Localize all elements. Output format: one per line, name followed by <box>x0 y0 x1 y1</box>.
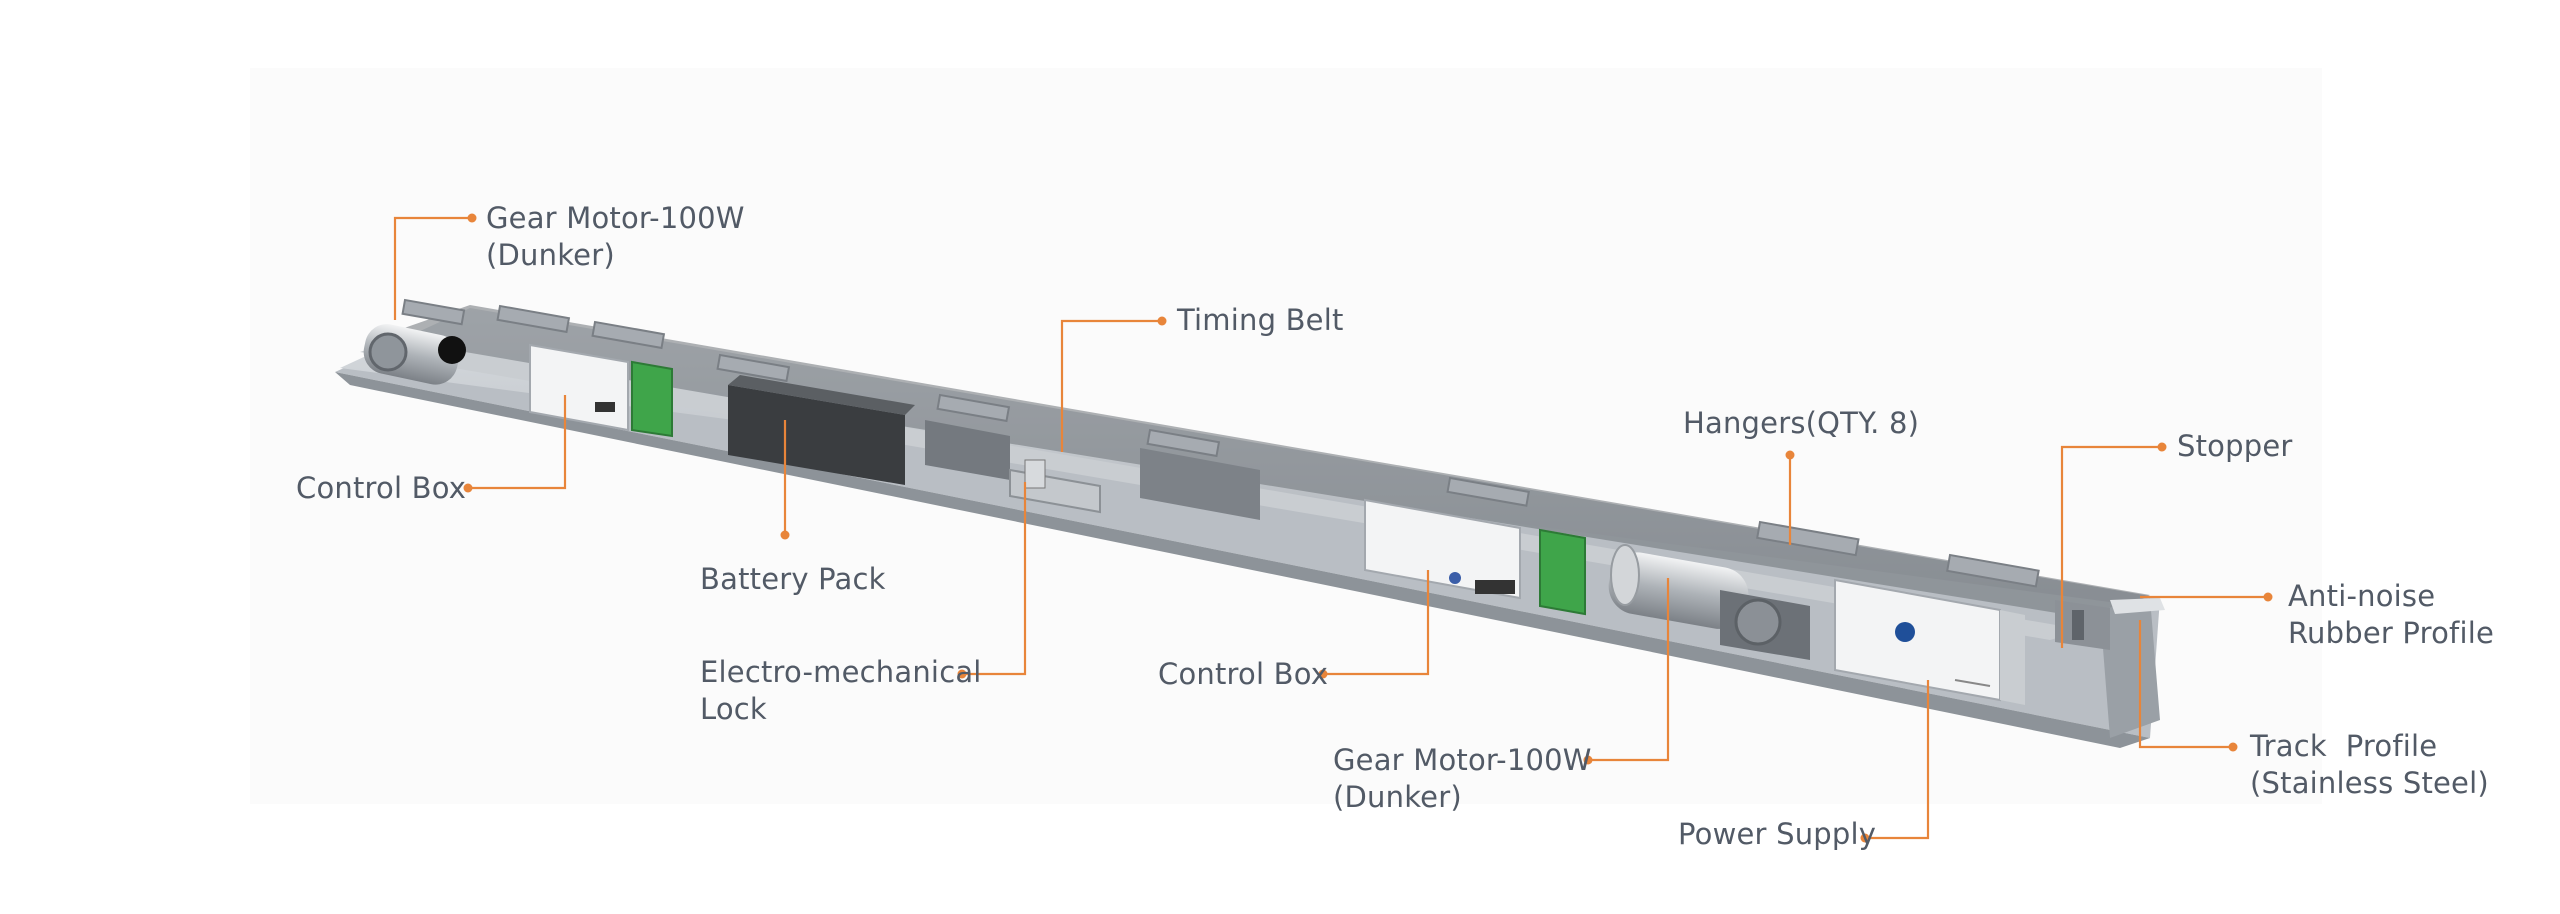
label-gear-motor-bottom: Gear Motor-100W (Dunker) <box>1333 742 1592 816</box>
stopper-part <box>2055 600 2110 650</box>
label-track-profile: Track Profile (Stainless Steel) <box>2250 728 2489 802</box>
callout-dots <box>463 213 2273 843</box>
label-anti-noise: Anti-noise Rubber Profile <box>2288 578 2494 652</box>
left-gear-motor <box>363 324 466 385</box>
label-stopper: Stopper <box>2177 429 2293 463</box>
label-battery-pack: Battery Pack <box>700 562 886 596</box>
label-gear-motor-bottom-line2: (Dunker) <box>1333 780 1462 814</box>
left-control-box <box>529 343 673 438</box>
label-track-profile-line1: Track Profile <box>2250 729 2438 763</box>
lock-mechanism <box>925 420 1260 520</box>
label-hangers: Hangers(QTY. 8) <box>1683 406 1920 440</box>
hangers <box>401 298 2040 588</box>
label-anti-noise-line1: Anti-noise <box>2288 579 2436 613</box>
label-anti-noise-line2: Rubber Profile <box>2288 616 2494 650</box>
callout-lines <box>393 216 2268 840</box>
label-electro-lock-line2: Lock <box>700 692 767 726</box>
label-track-profile-line2: (Stainless Steel) <box>2250 766 2489 800</box>
label-gear-motor-top: Gear Motor-100W (Dunker) <box>486 200 745 274</box>
label-control-box-left: Control Box <box>296 471 467 505</box>
label-electro-lock-line1: Electro-mechanical <box>700 655 982 689</box>
label-gear-motor-bottom-line1: Gear Motor-100W <box>1333 743 1592 777</box>
power-supply-box <box>1834 578 2025 705</box>
battery-pack <box>728 375 915 485</box>
label-gear-motor-top-line1: Gear Motor-100W <box>486 201 745 235</box>
right-gear-motor <box>1608 544 1810 660</box>
label-timing-belt: Timing Belt <box>1177 303 1344 337</box>
middle-control-box <box>1364 498 1586 616</box>
label-electro-lock: Electro-mechanical Lock <box>700 654 982 728</box>
label-power-supply: Power Supply <box>1678 817 1877 851</box>
label-gear-motor-top-line2: (Dunker) <box>486 238 615 272</box>
label-control-box-mid: Control Box <box>1158 657 1329 691</box>
